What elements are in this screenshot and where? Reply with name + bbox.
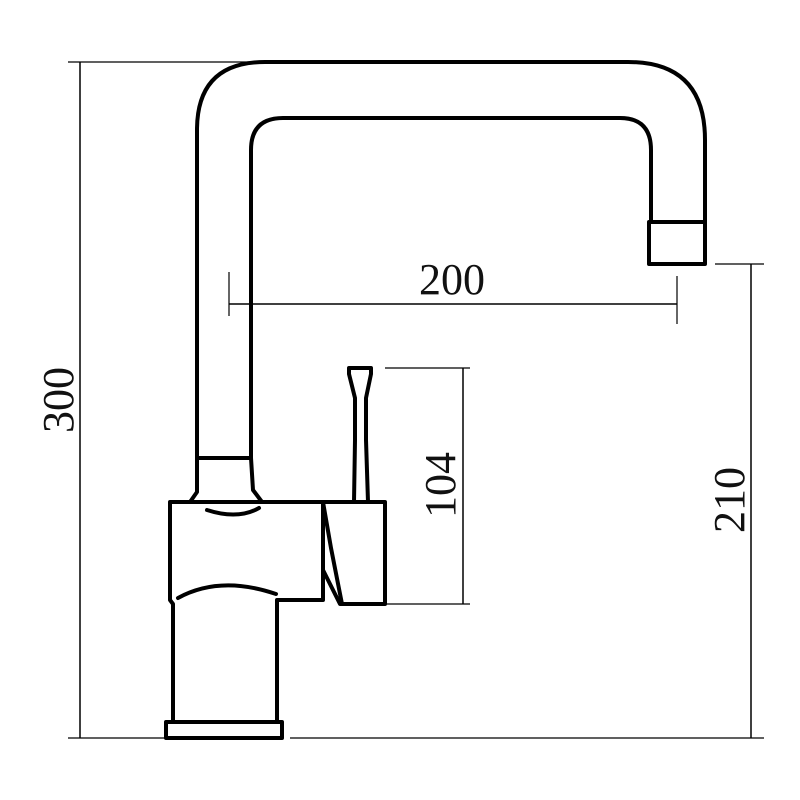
dimension-handle-height: 104: [385, 367, 470, 605]
cartridge-housing: [321, 500, 387, 606]
swivel-collar: [188, 456, 264, 504]
faucet-outline: [164, 60, 707, 740]
spout-inner-edge: [249, 116, 653, 460]
dimension-outlet-height: 210: [290, 263, 764, 739]
spout-reach-label: 200: [419, 255, 485, 304]
base-plate: [164, 720, 284, 740]
outlet-height-label: 210: [705, 467, 754, 533]
faucet-body: [168, 500, 325, 724]
total-height-label: 300: [34, 367, 83, 433]
handle-height-label: 104: [416, 452, 465, 518]
spout-outlet: [647, 220, 707, 266]
body-lower-groove: [176, 583, 278, 600]
dimension-total-height: 300: [34, 61, 262, 739]
dimension-spout-reach: 200: [228, 255, 678, 324]
lever-handle: [347, 366, 373, 504]
cartridge-side: [321, 500, 344, 606]
body-upper-groove: [205, 506, 261, 517]
spout-outer-edge: [195, 60, 707, 460]
